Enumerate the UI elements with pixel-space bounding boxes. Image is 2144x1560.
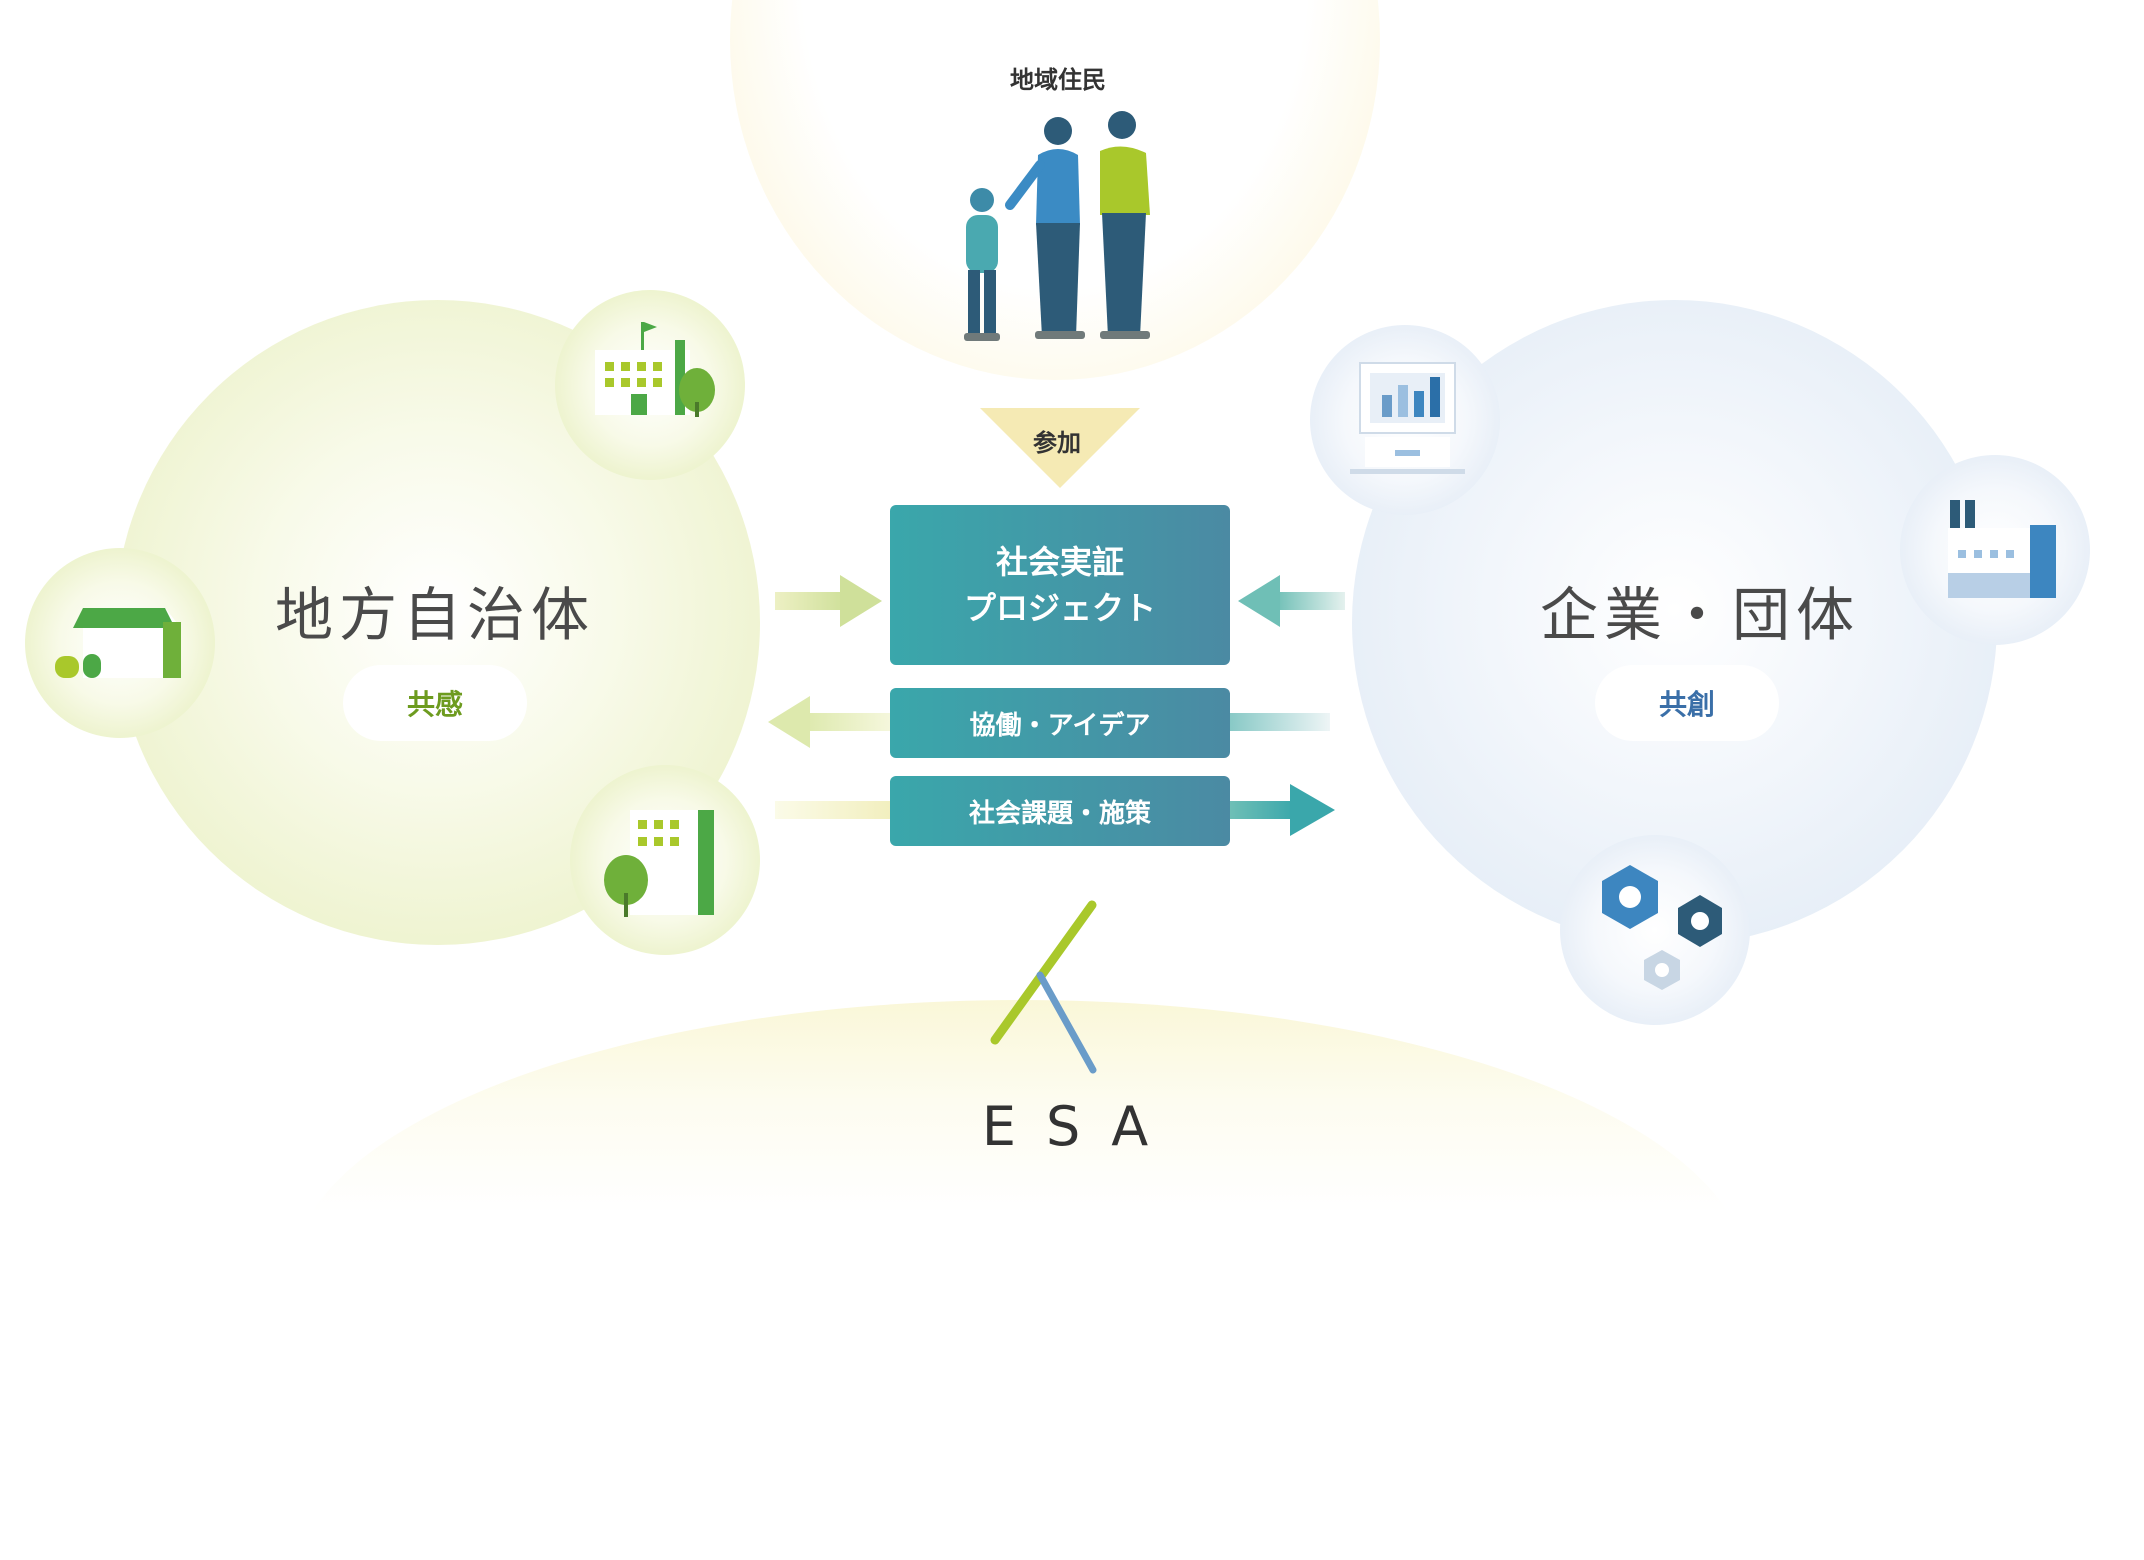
flow-arrows bbox=[768, 575, 1345, 1074]
co-creation-badge: 共創 bbox=[1595, 665, 1779, 741]
school-icon bbox=[595, 322, 715, 417]
company-title: 企業・団体 bbox=[1540, 581, 1861, 649]
office-bubble bbox=[570, 765, 760, 955]
residents-people-icon bbox=[964, 111, 1150, 341]
participation-label: 参加 bbox=[1033, 429, 1081, 457]
arrow-collab-from-right bbox=[1230, 713, 1330, 731]
collaboration-ideas-box: 協働・アイデア bbox=[890, 688, 1230, 758]
arrow-issues-to-right bbox=[1230, 784, 1335, 836]
house-bubble bbox=[25, 548, 215, 738]
monitor-chart-icon bbox=[1350, 362, 1465, 474]
social-demo-project-box: 社会実証 プロジェクト bbox=[890, 505, 1230, 665]
residents-label: 地域住民 bbox=[1010, 66, 1106, 94]
office-building-icon bbox=[604, 810, 714, 917]
local-government-title: 地方自治体 bbox=[275, 581, 596, 649]
esa-label: ESA bbox=[981, 1095, 1179, 1158]
esa-logo-icon bbox=[990, 900, 1097, 1074]
school-bubble bbox=[555, 290, 745, 480]
empathy-badge: 共感 bbox=[343, 665, 527, 741]
monitor-bubble bbox=[1310, 325, 1500, 515]
social-issues-box: 社会課題・施策 bbox=[890, 776, 1230, 846]
factory-icon bbox=[1948, 500, 2056, 598]
project-line-1: 社会実証 bbox=[995, 543, 1124, 581]
arrow-left-to-project bbox=[775, 575, 882, 627]
house-icon bbox=[55, 608, 181, 678]
arrow-right-to-project bbox=[1238, 575, 1345, 627]
gears-bubble bbox=[1560, 835, 1750, 1025]
issue-label: 社会課題・施策 bbox=[968, 798, 1151, 829]
project-line-2: プロジェクト bbox=[963, 589, 1156, 627]
factory-bubble bbox=[1900, 455, 2090, 645]
collab-label: 協働・アイデア bbox=[969, 710, 1151, 741]
participation-arrow-icon bbox=[980, 408, 1140, 488]
gears-icon bbox=[1602, 865, 1722, 990]
arrow-issues-from-left bbox=[775, 801, 890, 819]
arrow-collab-to-left bbox=[768, 696, 890, 748]
